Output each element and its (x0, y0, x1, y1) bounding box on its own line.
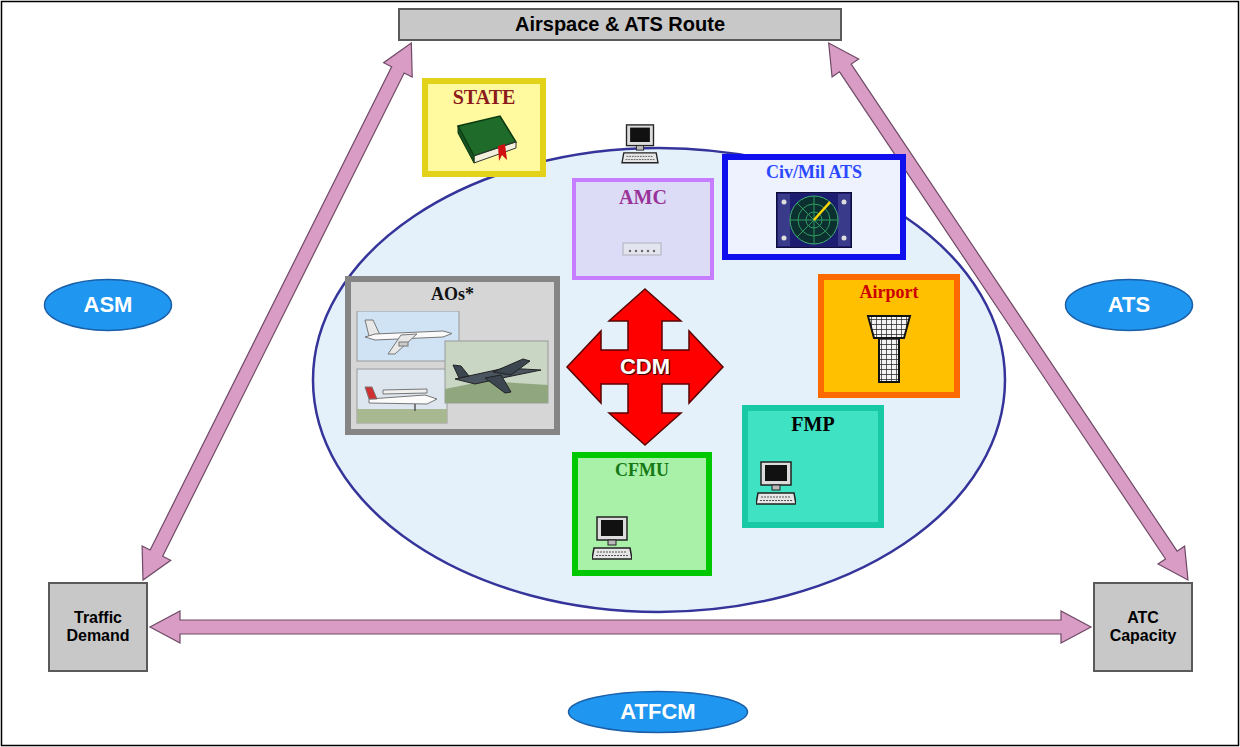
book-icon (448, 114, 520, 166)
airport-box: Airport (818, 274, 960, 398)
atfcm-ellipse-label: ATFCM (620, 699, 695, 724)
ats-unit-box-label: Civ/Mil ATS (766, 162, 862, 183)
keys (596, 555, 628, 556)
airliner-wing (388, 334, 417, 354)
keys (627, 156, 654, 157)
monitor (627, 125, 654, 146)
radar-grid (797, 203, 831, 237)
asm-ellipse-label: ASM (84, 292, 133, 317)
cfmu-box-label: CFMU (615, 460, 669, 481)
ats-ellipse: ATS (1064, 278, 1194, 332)
cdm-arrow: CDM (565, 287, 725, 447)
fighter-wing (493, 359, 530, 375)
keys (761, 497, 791, 498)
asm-ellipse: ASM (43, 278, 173, 332)
keys (597, 552, 627, 553)
cdm-region (313, 148, 1005, 612)
amc-box: AMC (572, 178, 714, 280)
ellipse-fill (1066, 280, 1193, 331)
light-plane-body (369, 395, 437, 404)
knob (842, 200, 847, 205)
stand (636, 146, 643, 151)
photo (357, 311, 459, 361)
dots-frame (623, 243, 661, 255)
capacity-box-label: ATC Capacity (1099, 609, 1187, 646)
dots-icon (622, 242, 662, 256)
state-box: STATE (422, 78, 546, 177)
airport-box-label: Airport (860, 282, 919, 303)
keys (626, 159, 655, 160)
screen (630, 128, 650, 142)
knob (782, 200, 787, 205)
photo (445, 341, 548, 403)
radar-case (776, 192, 852, 248)
computer-icon (592, 516, 632, 561)
atfcm-ellipse: ATFCM (567, 690, 749, 734)
fmp-box-label: FMP (791, 413, 834, 436)
capacity-box: ATC Capacity (1093, 582, 1193, 672)
stand (772, 485, 780, 490)
book-spine (458, 126, 474, 163)
radar-sweep (814, 202, 830, 220)
book-pages (474, 142, 516, 163)
operators-box-label: AOs* (431, 284, 474, 305)
amc-box-label: AMC (619, 186, 667, 209)
wheel-strut (414, 404, 416, 411)
dot (629, 250, 631, 252)
dot (641, 250, 643, 252)
keys (760, 500, 792, 501)
keyboard (622, 153, 658, 163)
light-plane-tail (365, 387, 377, 399)
screen (601, 520, 623, 536)
computer-icon (756, 461, 796, 506)
stand (608, 540, 616, 545)
route-box-label: Airspace & ATS Route (515, 13, 725, 36)
tower-icon (866, 314, 912, 384)
aircraft-photos (355, 311, 550, 425)
fighter-tail (453, 365, 469, 378)
monitor (761, 462, 791, 485)
fighter-wing (485, 375, 511, 393)
cfmu-box: CFMU (572, 452, 712, 576)
screen (765, 465, 787, 481)
airliner-engine (399, 342, 408, 346)
radar-icon (776, 192, 852, 248)
demand-box-label: Traffic Demand (54, 609, 142, 646)
tower-cab (868, 316, 910, 338)
radar-screen (790, 196, 838, 244)
photo (357, 369, 447, 423)
radar-panel (838, 194, 850, 246)
radar-panel (778, 194, 790, 246)
ellipse-fill (569, 692, 748, 733)
state-box-label: STATE (453, 86, 516, 109)
fmp-box: FMP (742, 405, 884, 528)
monitor (597, 517, 627, 540)
operators-box: AOs* (345, 276, 560, 435)
dot (653, 250, 655, 252)
arrow-fill (567, 289, 723, 445)
light-plane-wing (383, 389, 427, 394)
ground (357, 409, 447, 423)
keyboard (592, 548, 632, 559)
block-arrow (150, 611, 1091, 643)
dot (647, 250, 649, 252)
ellipse-fill (45, 280, 172, 331)
radar-grid (797, 203, 831, 237)
ats-unit-box: Civ/Mil ATS (722, 154, 906, 260)
keyboard (756, 493, 796, 504)
knob (782, 236, 787, 241)
dot (635, 250, 637, 252)
knob (842, 236, 847, 241)
bookmark (498, 144, 507, 161)
computer-icon (622, 125, 658, 163)
cdm-arrow-label: CDM (620, 354, 670, 379)
route-box: Airspace & ATS Route (398, 8, 842, 41)
ats-ellipse-label: ATS (1108, 292, 1150, 317)
demand-box: Traffic Demand (48, 582, 148, 672)
tower-shaft (879, 338, 899, 382)
